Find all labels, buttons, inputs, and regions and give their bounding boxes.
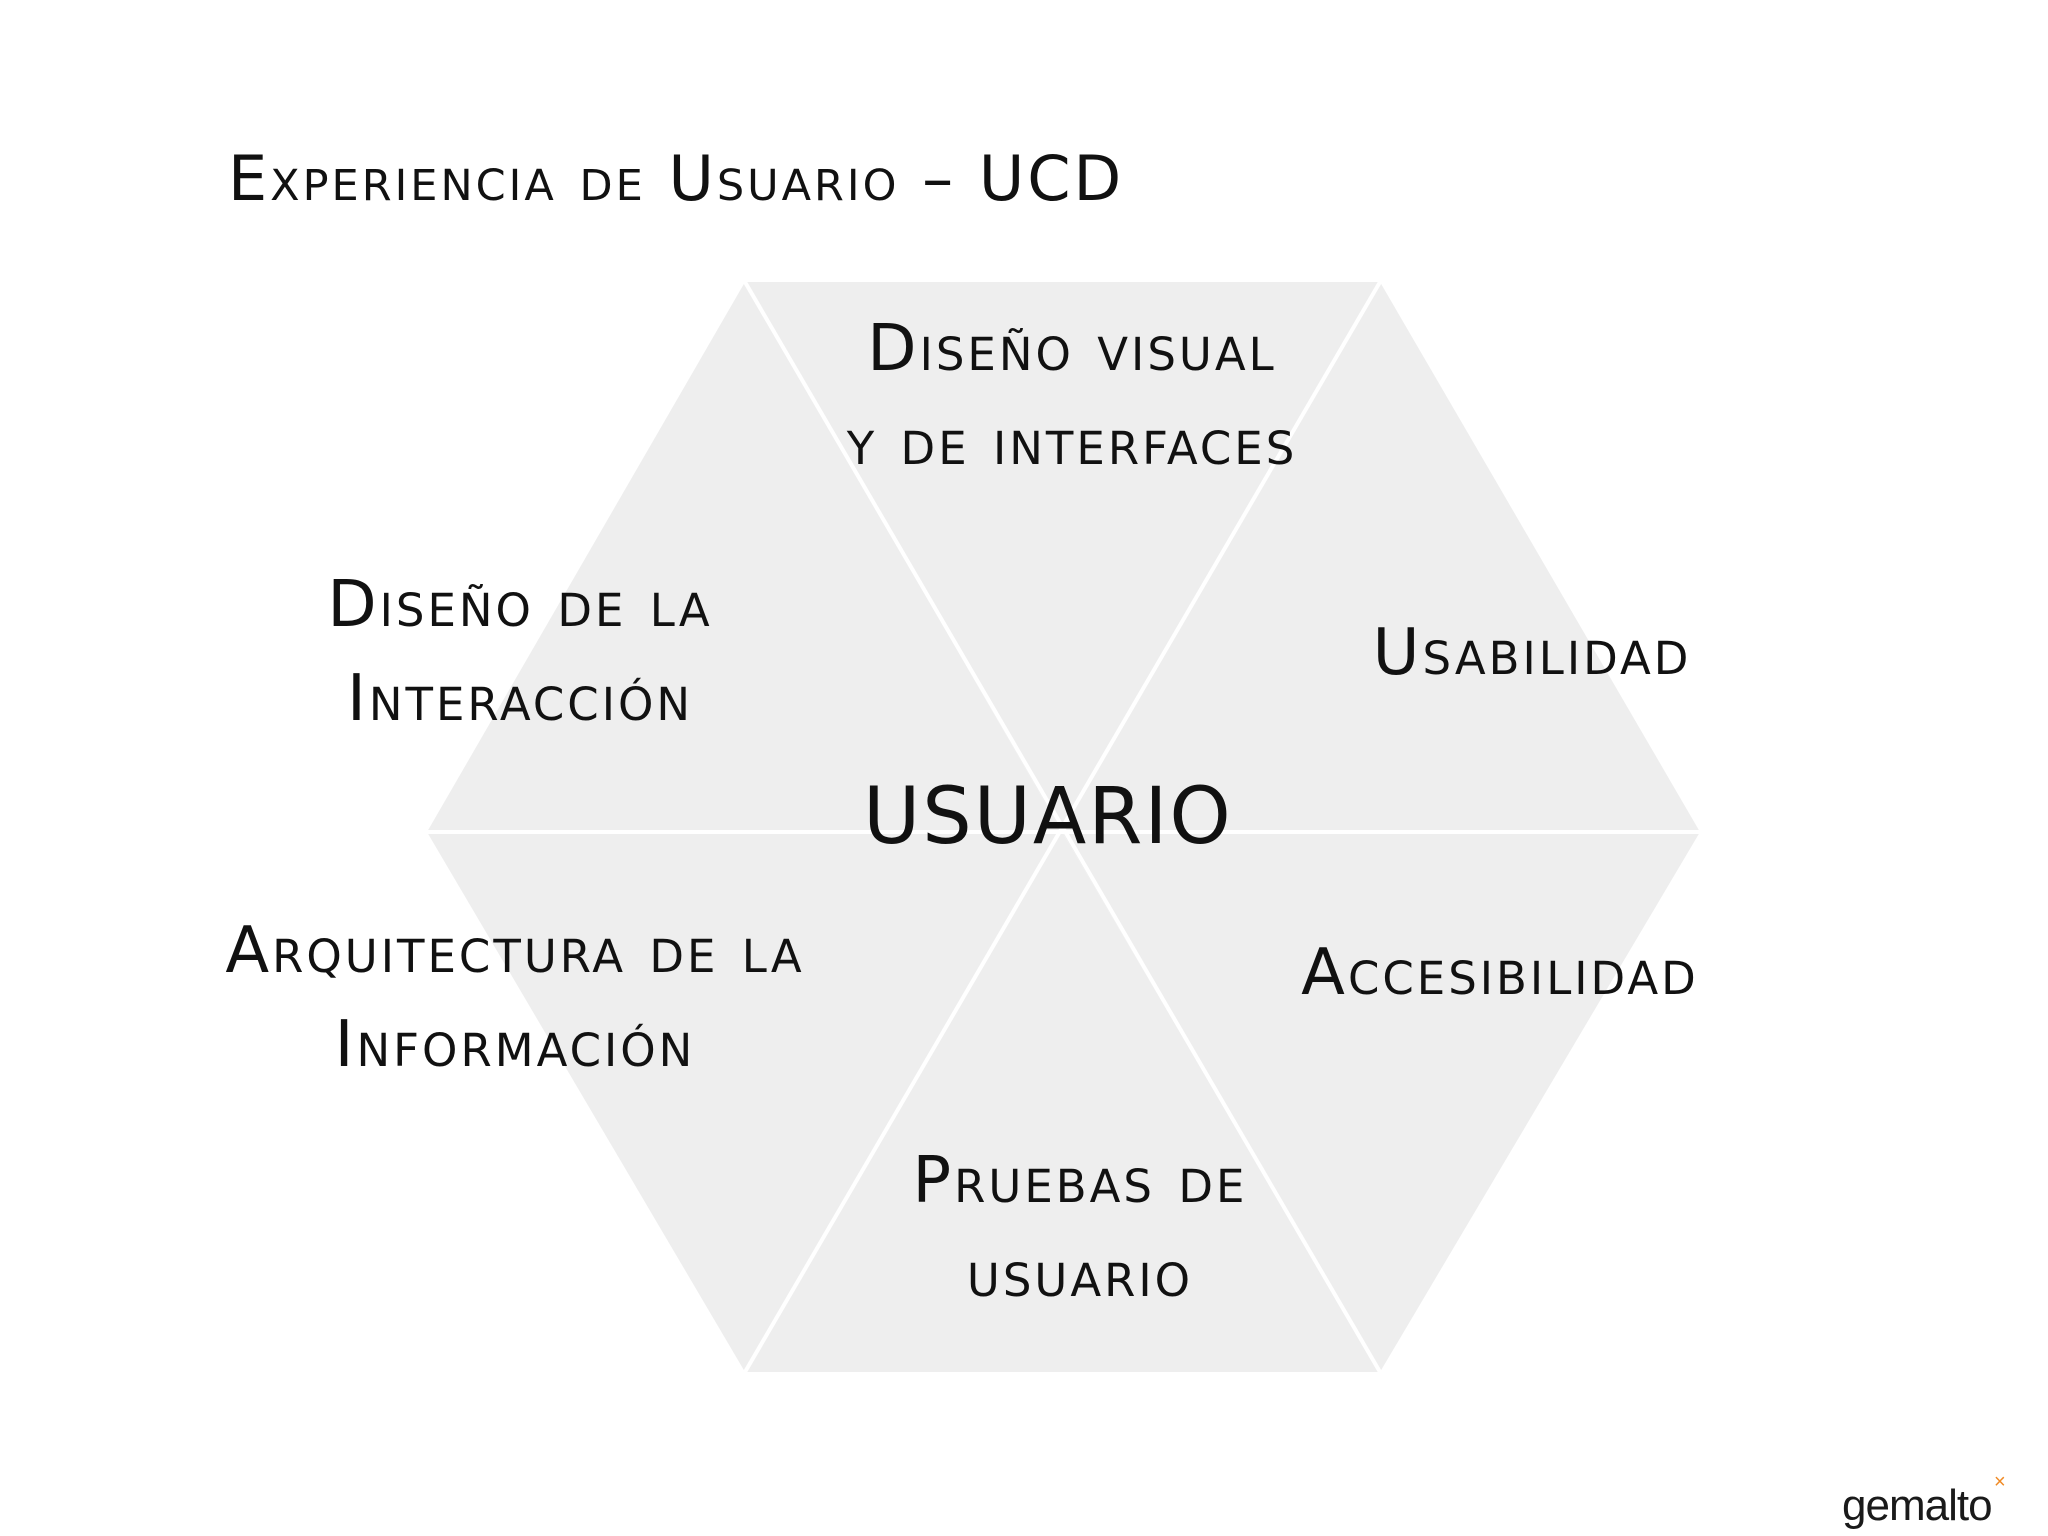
segment-label-top: Diseño visual y de interfaces [772,302,1372,490]
segment-label-bottom-left-line-1: Arquitectura de la [225,914,805,988]
segment-label-bottom-line-1: Pruebas de [912,1144,1248,1218]
segment-label-bottom-line-2: usuario [966,1238,1194,1312]
hexagon-dividers [427,280,1700,1374]
hexagon-segment-bottom [745,832,1380,1372]
segment-label-bottom-right-line-1: Accesibilidad [1301,936,1699,1010]
segment-label-top-right-line-1: Usabilidad [1372,616,1692,690]
gemalto-logo: gemalto [1842,1481,1993,1530]
hexagon-segment-top [745,282,1380,832]
hexagon-segment-top-right [1062,282,1700,832]
hexagon-segment-bottom-left [427,832,1062,1372]
segment-label-bottom-right: Accesibilidad [1240,926,1760,1020]
segment-label-top-right: Usabilidad [1302,606,1762,700]
hexagon-segment-bottom-right [1062,832,1700,1372]
segment-label-top-left: Diseño de la Interacción [250,558,790,746]
page-title: Experiencia de Usuario – UCD [228,142,1125,215]
segment-label-top-left-line-2: Interacción [346,662,694,736]
segment-label-top-line-1: Diseño visual [867,312,1277,386]
segment-label-top-left-line-1: Diseño de la [327,568,713,642]
segment-label-bottom-left: Arquitectura de la Información [130,904,900,1092]
segment-label-top-line-2: y de interfaces [846,406,1298,480]
segment-label-bottom-left-line-2: Información [334,1008,696,1082]
segment-label-bottom: Pruebas de usuario [830,1134,1330,1322]
hexagon-segment-top-left [427,282,1062,832]
center-label-usuario: USUARIO [863,772,1233,862]
logo-mark-icon: × [1994,1471,2006,1493]
